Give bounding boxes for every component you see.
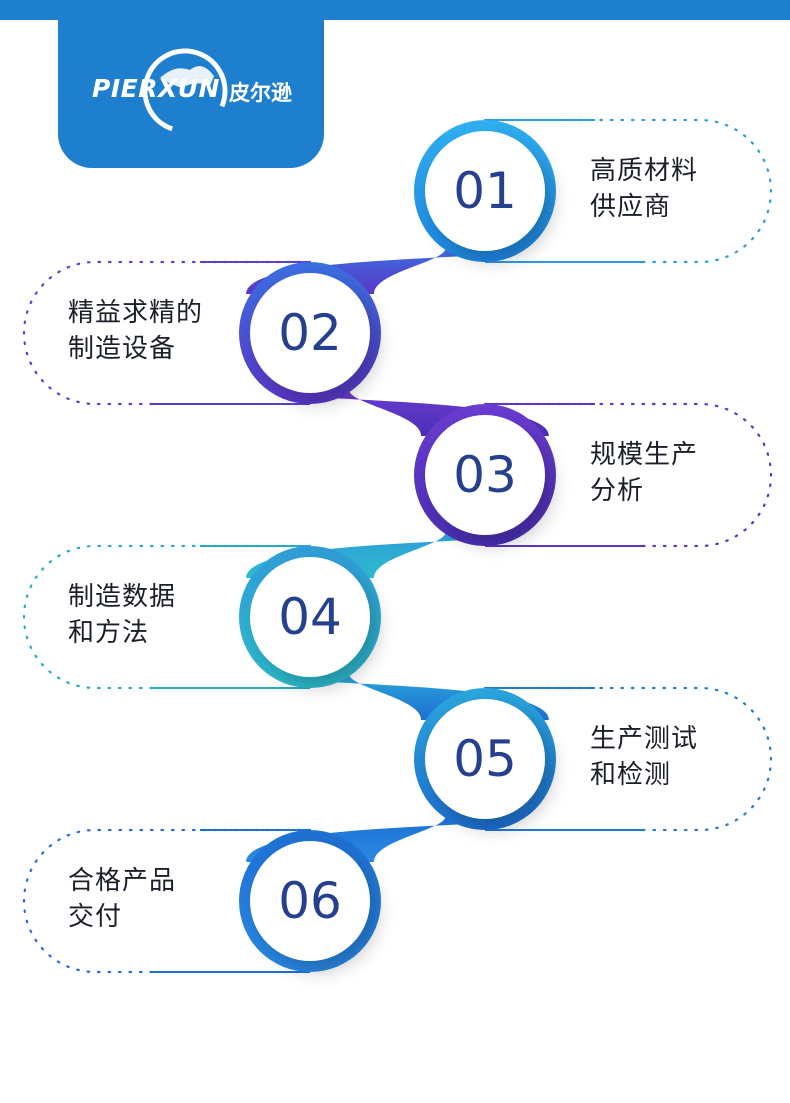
step-outline-dotted (22, 544, 312, 690)
step-node (239, 546, 381, 688)
step-node (414, 404, 556, 546)
step-outline-dotted (483, 118, 773, 264)
step-node (239, 262, 381, 404)
step-node-center (250, 557, 370, 677)
step-label-line1: 生产测试 (590, 724, 699, 754)
step-label: 高质材料供应商 (590, 153, 698, 225)
step-label-line2: 和检测 (590, 760, 672, 790)
logo-chinese-text: 皮尔逊 (229, 81, 292, 105)
step-label-line1: 规模生产 (590, 440, 699, 470)
step-label: 精益求精的制造设备 (68, 295, 203, 367)
step-node-center (425, 415, 545, 535)
step-node-center (425, 699, 545, 819)
step-label-line2: 供应商 (590, 192, 672, 222)
step-label: 生产测试和检测 (590, 721, 698, 793)
step-label-line2: 和方法 (68, 618, 150, 648)
step-label-line2: 制造设备 (68, 334, 177, 364)
step-label-line1: 制造数据 (68, 582, 177, 612)
step-outline-dotted (483, 686, 773, 832)
step-label-line1: 精益求精的 (68, 298, 204, 328)
step-label-line2: 交付 (68, 902, 123, 932)
step-number: 02 (278, 304, 342, 362)
step-number: 05 (453, 730, 517, 788)
step-node-center (250, 841, 370, 961)
step-label-line1: 高质材料 (590, 156, 699, 186)
step-label: 合格产品交付 (68, 863, 176, 935)
step-outline-dotted (22, 828, 312, 974)
step-node (414, 688, 556, 830)
step-number: 06 (278, 872, 342, 930)
step-node-center (250, 273, 370, 393)
step-number: 01 (453, 162, 517, 220)
step-label-line1: 合格产品 (68, 866, 177, 896)
step-label: 制造数据和方法 (68, 579, 176, 651)
step-node (239, 830, 381, 972)
step-outline-dotted (483, 402, 773, 548)
step-outline-dotted (22, 260, 312, 406)
step-label: 规模生产分析 (590, 437, 698, 509)
step-node (414, 120, 556, 262)
globe-logo-icon (142, 48, 228, 134)
step-label-line2: 分析 (590, 476, 645, 506)
step-node-center (425, 131, 545, 251)
step-number: 03 (453, 446, 517, 504)
step-number: 04 (278, 588, 342, 646)
logo-text: PIERXUN (92, 74, 220, 103)
